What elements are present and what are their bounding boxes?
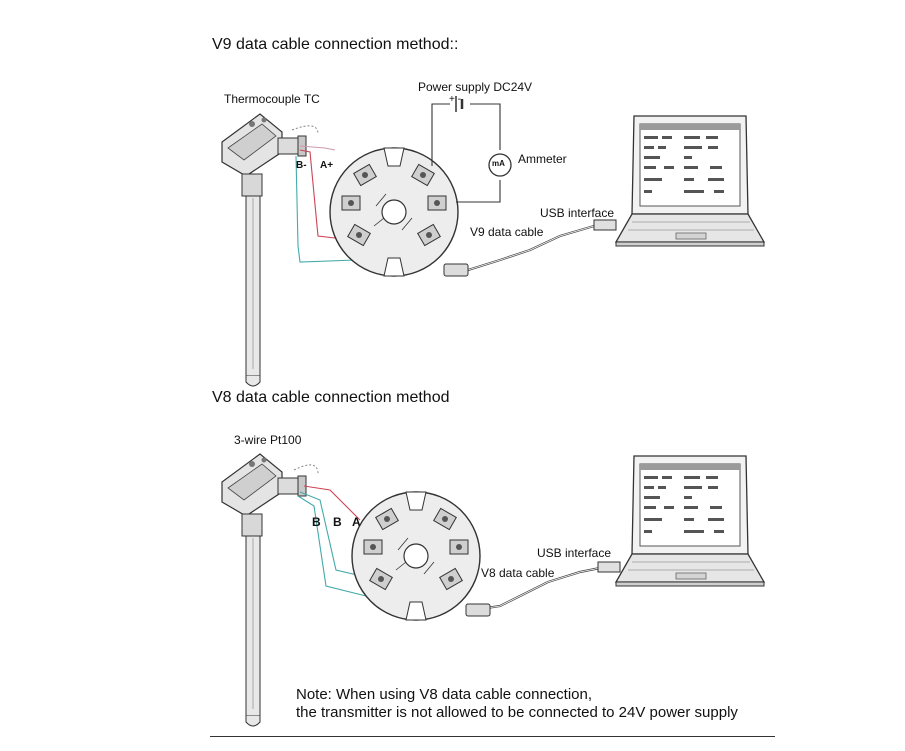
note-line-1: Note: When using V8 data cable connectio…: [296, 686, 593, 703]
wire-b2: [297, 495, 367, 597]
power-loop-wire: [431, 103, 501, 203]
v8-usb-plug: [597, 561, 621, 573]
bottom-divider: [210, 736, 775, 737]
wire-a: [303, 485, 361, 521]
power-supply-label: Power supply DC24V: [418, 80, 533, 94]
polarity-label: + -: [449, 94, 461, 105]
thermocouple-probe: [221, 113, 307, 387]
v9-cable-connector: [443, 263, 469, 277]
ammeter-label: Ammeter: [518, 152, 567, 166]
wire-b-minus-label: B-: [296, 160, 307, 171]
v9-usb-interface-label: USB interface: [540, 206, 615, 220]
v8-transmitter-module: [351, 491, 481, 621]
v8-usb-interface-label: USB interface: [537, 546, 612, 560]
v9-section-title: V9 data cable connection method::: [212, 36, 459, 53]
ammeter-symbol: mA: [492, 159, 505, 168]
v8-data-cable-label: V8 data cable: [481, 566, 555, 580]
wire-a-label: A: [352, 515, 361, 529]
pt100-label: 3-wire Pt100: [234, 433, 302, 447]
wire-b-minus: [295, 155, 357, 263]
v9-data-cable-label: V9 data cable: [470, 225, 544, 239]
wire-a-plus-label: A+: [320, 160, 334, 171]
v9-usb-plug: [593, 219, 617, 231]
note-line-2: the transmitter is not allowed to be con…: [296, 704, 738, 721]
v8-laptop: [615, 455, 765, 587]
wire-b2-label: B: [333, 515, 342, 529]
wire-b1: [299, 491, 371, 579]
wire-b1-label: B: [312, 515, 321, 529]
v8-section-title: V8 data cable connection method: [212, 389, 450, 406]
v8-cable-connector: [465, 603, 491, 617]
v9-laptop: [615, 115, 765, 247]
thermocouple-label: Thermocouple TC: [224, 92, 320, 106]
ammeter-icon: [488, 153, 512, 177]
pt100-probe: [221, 453, 307, 727]
transmitter-module: [329, 147, 459, 277]
